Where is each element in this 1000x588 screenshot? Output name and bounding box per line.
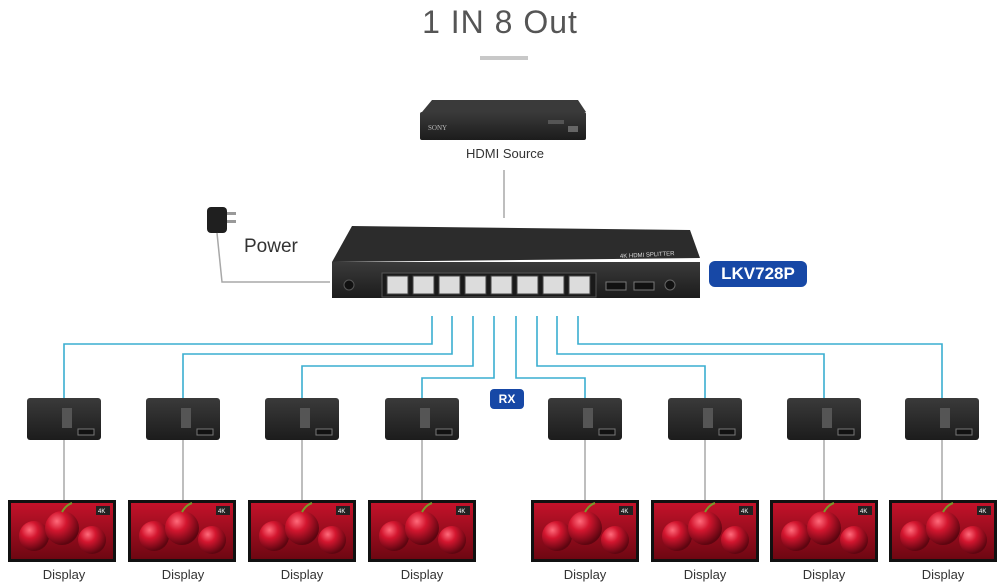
receiver-2 xyxy=(146,398,220,440)
display-label-3: Display xyxy=(280,567,324,582)
display-wires xyxy=(63,440,943,500)
display-screen-2: 4K xyxy=(128,500,236,562)
display-badge: 4K xyxy=(338,509,345,515)
display-badge: 4K xyxy=(979,509,986,515)
receiver-7 xyxy=(787,398,861,440)
hdmi-source-device: SONY xyxy=(420,100,586,140)
displays: 4K 4K 4K 4K 4K 4K 4K 4K xyxy=(8,500,997,562)
display-label-1: Display xyxy=(42,567,86,582)
display-screen-8: 4K xyxy=(889,500,997,562)
display-badge: 4K xyxy=(860,509,867,515)
display-badge: 4K xyxy=(458,509,465,515)
display-label-8: Display xyxy=(921,567,965,582)
receiver-1 xyxy=(27,398,101,440)
diagram-title: 1 IN 8 Out xyxy=(422,4,578,40)
display-label-5: Display xyxy=(563,567,607,582)
model-badge: LKV728P xyxy=(709,261,807,287)
receiver-3 xyxy=(265,398,339,440)
display-screen-5: 4K xyxy=(531,500,639,562)
rx-badge: RX xyxy=(490,389,524,409)
cat-cables xyxy=(63,316,943,398)
receiver-8 xyxy=(905,398,979,440)
receiver-4 xyxy=(385,398,459,440)
receiver-5 xyxy=(548,398,622,440)
display-screen-4: 4K xyxy=(368,500,476,562)
display-badge: 4K xyxy=(218,509,225,515)
receiver-6 xyxy=(668,398,742,440)
splitter-device: 4K HDMI SPLITTER xyxy=(332,226,700,298)
title-underline xyxy=(480,56,528,60)
display-screen-7: 4K xyxy=(770,500,878,562)
display-label-7: Display xyxy=(802,567,846,582)
display-screen-6: 4K xyxy=(651,500,759,562)
splitter-panel-text: 4K HDMI SPLITTER xyxy=(620,251,676,260)
display-badge: 4K xyxy=(741,509,748,515)
display-badge: 4K xyxy=(621,509,628,515)
display-screen-3: 4K xyxy=(248,500,356,562)
display-label-4: Display xyxy=(400,567,444,582)
power-label: Power xyxy=(244,236,298,257)
display-badge: 4K xyxy=(98,509,105,515)
power-adapter xyxy=(207,207,330,283)
display-label-6: Display xyxy=(683,567,727,582)
receivers xyxy=(27,398,979,440)
source-brand: SONY xyxy=(428,124,447,132)
hdmi-source-label: HDMI Source xyxy=(465,146,545,161)
display-screen-1: 4K xyxy=(8,500,116,562)
display-label-2: Display xyxy=(161,567,205,582)
